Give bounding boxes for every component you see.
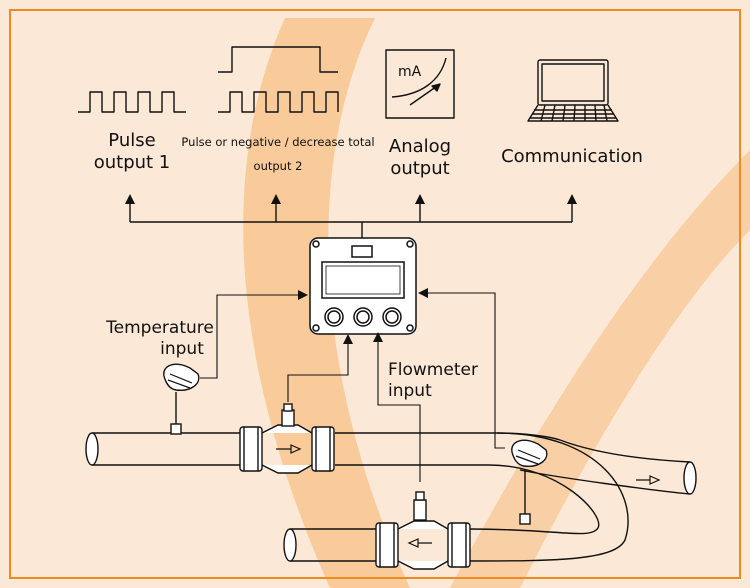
dual-square-wave-icon [218, 46, 339, 113]
temperature-input-label-line1: Temperature [105, 318, 214, 338]
temperature-sensor-icon [511, 439, 548, 525]
signal-wires [200, 292, 505, 482]
turbine-flowmeter-icon [375, 491, 471, 570]
flowmeter-input-label-line1: Flowmeter [388, 360, 478, 380]
analog-output-label-line2: output [390, 158, 449, 179]
square-wave-icon [78, 91, 186, 113]
milliamp-meter-icon [385, 49, 455, 119]
output-bus [129, 200, 573, 238]
pulse-output-1-label-line2: output 1 [94, 152, 171, 173]
pulse-output-1-label-line1: Pulse [108, 130, 155, 151]
diagram-border [9, 9, 741, 579]
pipe [85, 432, 697, 562]
pulse-output-2-label-line1: Pulse or negative / decrease total [181, 135, 374, 149]
turbine-flowmeter-icon [239, 403, 335, 474]
mA-label: mA [398, 64, 422, 80]
flow-direction-arrows [276, 444, 661, 548]
analog-output-label-line1: Analog [389, 136, 451, 157]
temperature-input-label-line2: input [160, 339, 204, 359]
flow-computer-device [309, 237, 417, 335]
output-arrows [125, 194, 577, 204]
signal-arrows [298, 288, 428, 344]
temperature-sensor-icon [163, 363, 200, 435]
flowmeter-input-label-line2: input [388, 381, 432, 401]
pulse-output-2-label-line2: output 2 [254, 159, 303, 173]
laptop-icon [527, 59, 619, 122]
communication-label: Communication [501, 146, 643, 167]
